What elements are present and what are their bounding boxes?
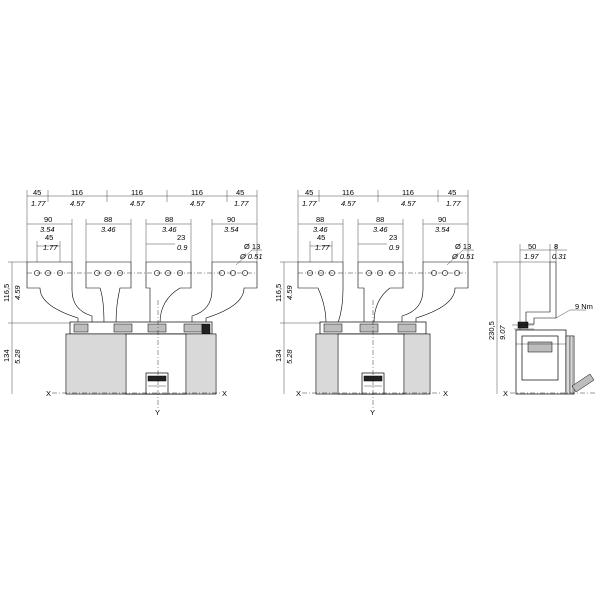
dim-a-88b-in: 3.46	[162, 225, 177, 234]
view-b-front-3-pole: 45 1.77 116 4.57 116 4.57 45 1.77 88 3.4…	[274, 188, 475, 417]
dim-b-h1: 116,5	[274, 284, 283, 302]
dim-b-hole: Ø 13	[455, 242, 471, 251]
dim-b-90-in: 3.54	[435, 225, 450, 234]
dim-c-8: 8	[554, 242, 558, 251]
dim-a-p1-in: 1.77	[31, 199, 46, 208]
dim-a-p2-in: 4.57	[70, 199, 85, 208]
view-a-busbars	[26, 261, 258, 324]
dim-c-torque: 9 Nm	[575, 302, 593, 311]
axis-b-y: Y	[370, 408, 375, 417]
dim-b-p2: 116	[342, 188, 354, 197]
dim-a-90r-in: 3.54	[224, 225, 239, 234]
axis-a-x-left: X	[46, 389, 51, 398]
dim-a-90l: 90	[44, 215, 52, 224]
view-c-breaker-body	[515, 329, 595, 395]
view-a-top-pitch-chain: 45 1.77 116 4.57 116 4.57 116 4.57 45 1.…	[26, 188, 258, 262]
dim-b-45-in: 1.77	[315, 243, 330, 252]
dim-a-p3: 116	[131, 188, 143, 197]
view-c-height-dim: 230,5 9.07	[487, 261, 550, 394]
dim-a-p1: 45	[33, 188, 41, 197]
dim-b-h2: 134	[274, 349, 283, 362]
dim-b-p4-in: 1.77	[446, 199, 461, 208]
dim-a-p2: 116	[71, 188, 83, 197]
view-a-front-4-pole: 45 1.77 116 4.57 116 4.57 116 4.57 45 1.…	[2, 188, 263, 417]
axis-b-x-left: X	[296, 389, 301, 398]
view-b-axes: X X Y	[296, 300, 448, 417]
dim-b-h1-in: 4.59	[285, 285, 294, 300]
dim-a-p5-in: 1.77	[234, 199, 249, 208]
view-c-side-fins	[567, 337, 573, 393]
view-b-height-dims: 116,5 4.59 134 5.28	[274, 261, 320, 394]
dim-b-p1-in: 1.77	[302, 199, 317, 208]
view-c-top-dims: 50 1.97 8 0.31	[519, 242, 567, 334]
dim-a-h1-in: 4.59	[13, 285, 22, 300]
view-b-busbars	[297, 261, 469, 324]
dim-a-h2-in: 5.28	[13, 349, 22, 364]
dim-a-90r: 90	[227, 215, 235, 224]
dim-b-88b-in: 3.46	[373, 225, 388, 234]
view-c-busbar: 9 Nm	[512, 261, 593, 330]
dim-a-88b: 88	[165, 215, 173, 224]
dim-a-45: 45	[45, 233, 53, 242]
dim-b-88a: 88	[316, 215, 324, 224]
dim-a-88a-in: 3.46	[101, 225, 116, 234]
dim-a-45-in: 1.77	[43, 243, 58, 252]
dim-c-h: 230,5	[487, 321, 496, 340]
view-a-cooling-fins	[67, 335, 215, 393]
dim-b-45: 45	[317, 233, 325, 242]
dim-a-90l-in: 3.54	[40, 225, 55, 234]
dim-b-23: 23	[389, 233, 397, 242]
dim-a-p4-in: 4.57	[190, 199, 205, 208]
dim-c-8-in: 0.31	[552, 252, 567, 261]
axis-b-x-right: X	[443, 389, 448, 398]
dim-b-90: 90	[438, 215, 446, 224]
dim-a-hole: Ø 13	[244, 242, 260, 251]
dim-a-23-in: 0.9	[177, 243, 188, 252]
view-b-top-pitch-chain: 45 1.77 116 4.57 116 4.57 45 1.77	[297, 188, 469, 262]
dim-b-p2-in: 4.57	[341, 199, 356, 208]
dim-c-50: 50	[528, 242, 536, 251]
view-b-span-row: 88 3.46 45 1.77 88 3.46 23 0.9 90 3.54 Ø…	[298, 215, 475, 266]
dim-b-p4: 45	[448, 188, 456, 197]
dim-a-88a: 88	[104, 215, 112, 224]
view-c-axis: X	[503, 389, 596, 398]
view-b-cooling-fins	[317, 335, 429, 393]
dim-b-h2-in: 5.28	[285, 349, 294, 364]
dim-b-hole-in: Ø 0.51	[451, 252, 475, 261]
view-a-axes: X X Y	[46, 300, 227, 417]
view-a-height-dims: 116,5 4.59 134 5.28	[2, 261, 70, 394]
dim-a-h2: 134	[2, 349, 11, 362]
axis-a-x-right: X	[222, 389, 227, 398]
axis-a-y: Y	[155, 408, 160, 417]
dim-b-23-in: 0.9	[389, 243, 400, 252]
dim-a-hole-in: Ø 0.51	[239, 252, 263, 261]
dim-c-h-in: 9.07	[498, 325, 507, 340]
view-c-side: 50 1.97 8 0.31 9 Nm 230,5	[487, 242, 596, 398]
dim-a-p5: 45	[236, 188, 244, 197]
dim-b-p1: 45	[305, 188, 313, 197]
dim-b-p3: 116	[402, 188, 414, 197]
dim-b-88a-in: 3.46	[313, 225, 328, 234]
dim-a-23: 23	[177, 233, 185, 242]
view-a-span-row: 90 3.54 45 1.77 88 3.46 88 3.46 23 0.9 9…	[27, 215, 263, 266]
dim-a-p3-in: 4.57	[130, 199, 145, 208]
dim-b-p3-in: 4.57	[401, 199, 416, 208]
dim-b-88b: 88	[376, 215, 384, 224]
view-a-breaker-body	[65, 321, 217, 395]
dim-c-50-in: 1.97	[524, 252, 539, 261]
axis-c-x: X	[503, 389, 508, 398]
dim-a-p4: 116	[191, 188, 203, 197]
dim-a-h1: 116,5	[2, 284, 11, 302]
